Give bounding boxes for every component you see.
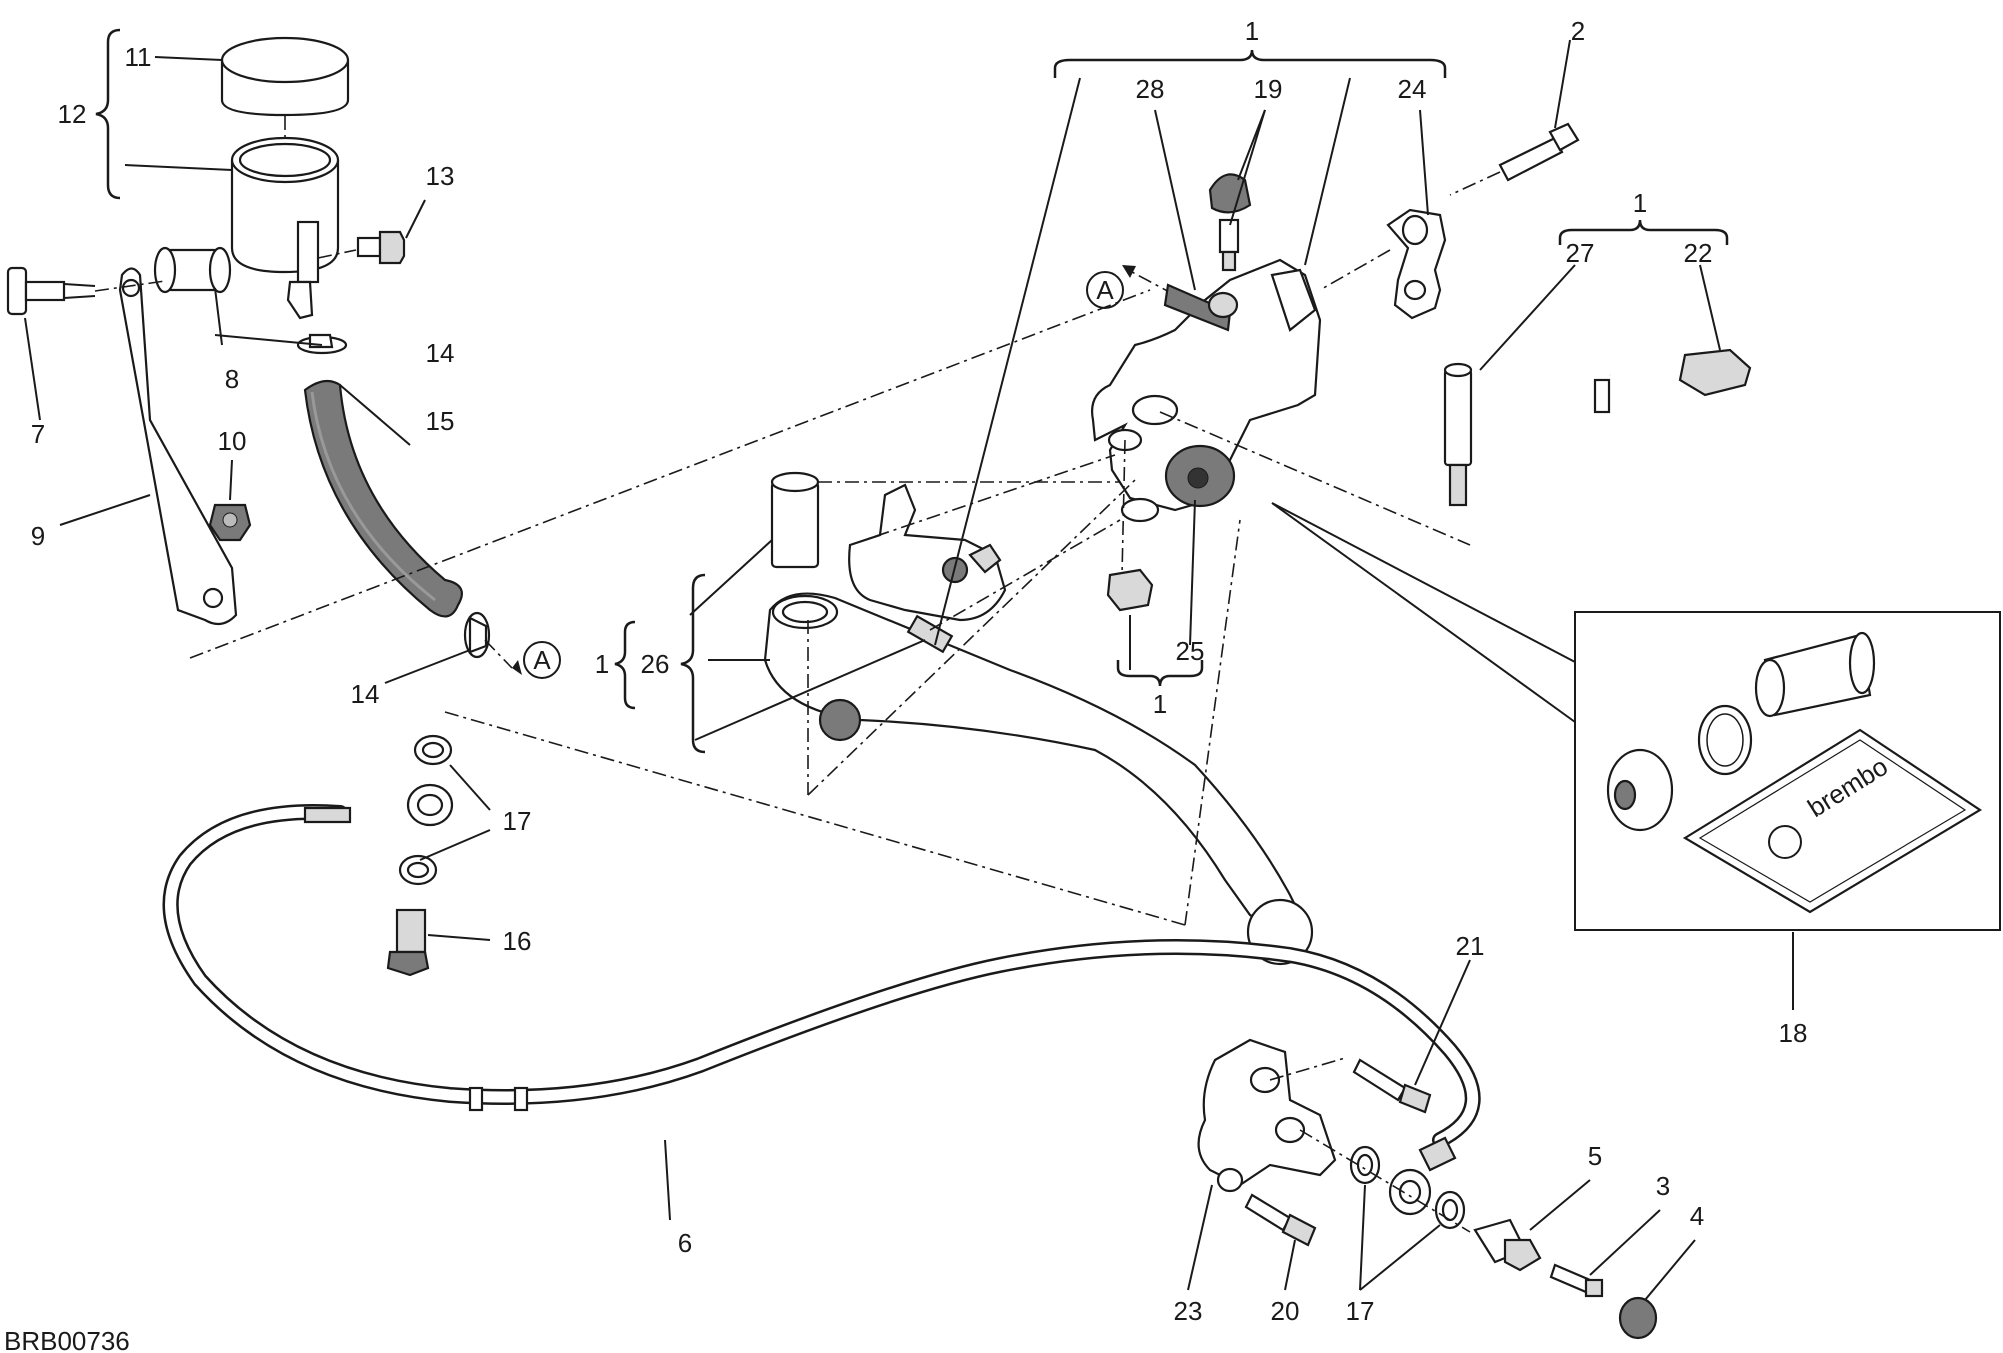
rubber-bush [153, 246, 232, 294]
callout-17-bottom: 17 [1346, 1296, 1375, 1326]
handlebar-clamp-half [1386, 208, 1447, 320]
callout-22: 22 [1684, 238, 1713, 268]
bleeder-screw [1218, 218, 1240, 272]
callout-1-right: 1 [1633, 188, 1647, 218]
bleed-fitting [1163, 283, 1239, 332]
kit-seal [1606, 748, 1674, 832]
callout-25: 25 [1176, 636, 1205, 666]
connection-marker-a-left: A [484, 639, 561, 679]
callout-8: 8 [225, 364, 239, 394]
pivot-pin-27 [1443, 362, 1473, 507]
callout-6: 6 [678, 1228, 692, 1258]
callout-labels: 11 12 13 14 15 8 7 10 9 14 17 16 6 1 28 … [31, 16, 1808, 1326]
bolt-20 [1244, 1193, 1317, 1247]
callout-19: 19 [1254, 74, 1283, 104]
callout-9: 9 [31, 521, 45, 551]
callout-23: 23 [1174, 1296, 1203, 1326]
callout-10: 10 [218, 426, 247, 456]
clutch-slave-bracket [1197, 1038, 1337, 1193]
banjo-fitting-top [406, 783, 454, 827]
callout-20: 20 [1271, 1296, 1300, 1326]
connection-label-a-left: A [533, 645, 551, 675]
callout-16: 16 [503, 926, 532, 956]
washer-17-b [398, 854, 438, 886]
washer-17-d [1434, 1190, 1466, 1230]
clutch-lever [763, 592, 1302, 924]
washer-17-a [413, 734, 453, 766]
bolt-7 [6, 266, 96, 316]
callout-11: 11 [125, 42, 152, 72]
kit-circlip [1697, 704, 1753, 776]
callout-7: 7 [31, 419, 45, 449]
callout-3: 3 [1656, 1171, 1670, 1201]
cap-4 [1618, 1296, 1658, 1340]
repair-kit-box [1271, 502, 2001, 931]
hose-clamp-bottom [463, 611, 491, 659]
callout-1-lever: 1 [595, 649, 609, 679]
bolt-21 [1352, 1058, 1432, 1114]
brace-1-top [1053, 49, 1447, 78]
callout-2: 2 [1571, 16, 1585, 46]
callout-17-left: 17 [503, 806, 532, 836]
reservoir-bracket [118, 267, 238, 626]
callout-21: 21 [1456, 931, 1485, 961]
callout-24: 24 [1398, 74, 1427, 104]
pivot-bushing [770, 471, 820, 569]
banjo-fitting-bottom [1388, 1136, 1457, 1216]
screw-10 [208, 503, 252, 542]
callout-15: 15 [426, 406, 455, 436]
banjo-bolt [386, 908, 430, 977]
clamp-bolt [1498, 122, 1580, 182]
brace-12 [95, 28, 121, 200]
callout-26: 26 [641, 649, 670, 679]
adjuster-grub-screw [906, 614, 954, 654]
reservoir-screw-13 [356, 230, 406, 265]
callout-1-top: 1 [1245, 16, 1259, 46]
brace-1-right [1558, 219, 1729, 245]
kit-piston [1754, 631, 1876, 718]
master-cylinder-body [1091, 258, 1322, 523]
brace-1-lever [614, 620, 636, 710]
lever-adjuster-block [848, 483, 1007, 622]
push-rod-boot [1164, 444, 1236, 508]
reservoir-body [230, 136, 340, 320]
callout-5: 5 [1588, 1141, 1602, 1171]
callout-18: 18 [1779, 1018, 1808, 1048]
leader-lines [24, 39, 1794, 1301]
callout-13: 13 [426, 161, 455, 191]
clutch-switch [1558, 348, 1752, 558]
lock-nut [1106, 568, 1154, 612]
washer-17-c [1349, 1145, 1381, 1185]
bleeder-cap [1208, 173, 1252, 214]
brace-1-bottom [1116, 660, 1204, 687]
callout-1-bottom: 1 [1153, 689, 1167, 719]
reservoir-hose [303, 379, 463, 618]
connection-marker-a-top: A [1086, 265, 1176, 309]
fitting-5 [1473, 1218, 1542, 1272]
kit-brembo-card: brembo [1682, 728, 1983, 914]
callout-4: 4 [1690, 1201, 1704, 1231]
callout-14-top: 14 [426, 338, 455, 368]
callout-14-bottom: 14 [351, 679, 380, 709]
brace-26 [680, 573, 706, 754]
clutch-hose [162, 804, 1481, 1148]
fitting-3 [1549, 1263, 1604, 1298]
connection-label-a-top: A [1096, 275, 1114, 305]
callout-28: 28 [1136, 74, 1165, 104]
drawing-code: BRB00736 [4, 1326, 130, 1353]
callout-12: 12 [58, 99, 87, 129]
reservoir-cap [220, 36, 350, 117]
lever-adjuster-knob [818, 698, 862, 742]
callout-27: 27 [1566, 238, 1595, 268]
